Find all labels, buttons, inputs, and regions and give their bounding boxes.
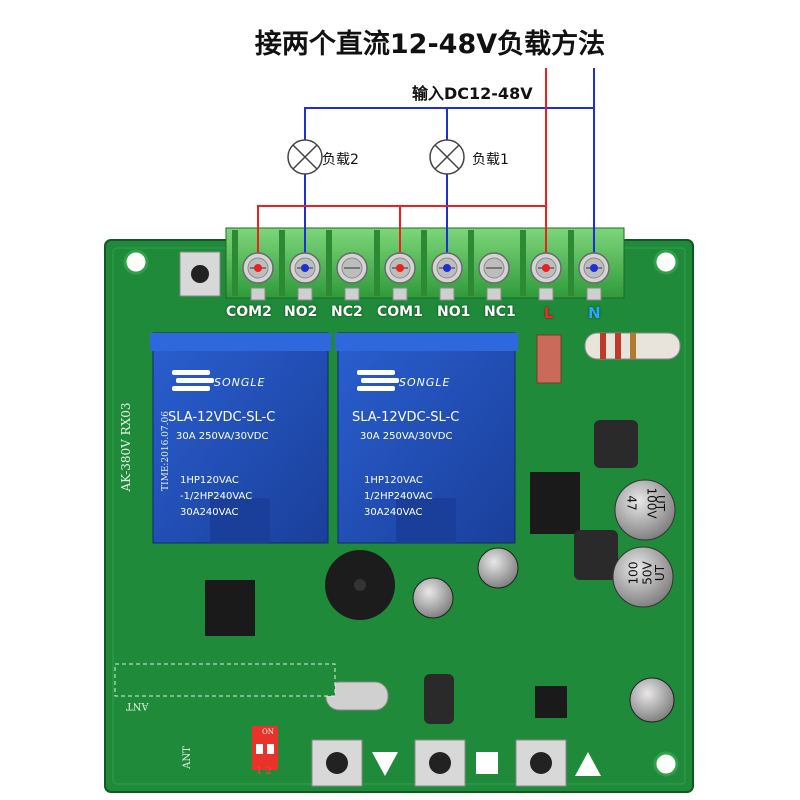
mount-hole [653, 249, 679, 275]
terminal-clamp [538, 287, 554, 301]
wire-connection-dot [542, 264, 550, 272]
load-2-label: 负载2 [322, 152, 359, 168]
relay-k1 [335, 332, 518, 544]
wire-negative-bus [304, 107, 594, 140]
inductor [424, 674, 454, 724]
load-2-lamp [287, 139, 323, 175]
relay-1-spec-2: 1HP120VAC [364, 475, 423, 486]
terminal-label-no1: NO1 [437, 304, 471, 320]
board-model-silkscreen: AK-380V RX03 [119, 402, 133, 492]
relay-1-spec-1: 30A 250VA/30VDC [360, 431, 453, 442]
terminal-clamp [297, 287, 313, 301]
terminal-fin [232, 230, 238, 296]
board-time-silkscreen: TIME:2016.07.06 [161, 411, 171, 491]
relay-2-spec-4: 30A240VAC [180, 507, 239, 518]
wire-connection-dot [396, 264, 404, 272]
terminal-clamp [344, 287, 360, 301]
relay-1-spec-3: 1/2HP240VAC [364, 491, 433, 502]
relay-1-spec-4: 30A240VAC [364, 507, 423, 518]
small-ic [535, 686, 567, 718]
wire-connection-dot [443, 264, 451, 272]
terminal-block [225, 227, 625, 299]
capacitor [629, 677, 675, 723]
square-marking [476, 752, 498, 774]
relay-1-brand: SONGLE [399, 376, 451, 389]
wire-connection-dot [590, 264, 598, 272]
terminal-fin [468, 230, 474, 296]
mount-hole [653, 751, 679, 777]
crystal [325, 681, 389, 711]
terminal-label-l: L [544, 304, 554, 322]
relay-2-spec-1: 30A 250VA/30VDC [176, 431, 269, 442]
terminal-label-n: N [588, 304, 601, 322]
cap-1-line3: UT [653, 494, 668, 512]
wire-positive-bus [257, 205, 546, 268]
terminal-clamp [586, 287, 602, 301]
capacitor [612, 546, 674, 608]
terminal-fin [421, 230, 427, 296]
cap-2-line3: UT [653, 564, 668, 582]
terminal-clamp [250, 287, 266, 301]
cap-2-line1: 100 [626, 561, 641, 585]
mcu-chip [205, 580, 255, 636]
relay-2-model: SLA-12VDC-SL-C [168, 410, 276, 425]
inductor [594, 420, 638, 468]
terminal-label-nc2: NC2 [331, 304, 363, 320]
relay-1-model: SLA-12VDC-SL-C [352, 410, 460, 425]
input-voltage-label: 输入DC12-48V [412, 84, 533, 103]
fuse [536, 334, 562, 384]
relay-2-spec-3: -1/2HP240VAC [180, 491, 253, 502]
dip-labels: 1 2 [256, 766, 272, 777]
terminal-fin [279, 230, 285, 296]
ant-silkscreen: ANT [126, 700, 149, 711]
up-arrow-marking [575, 752, 601, 776]
wire-connection-dot [301, 264, 309, 272]
terminal-clamp [439, 287, 455, 301]
capacitor [477, 547, 519, 589]
terminal-fin [374, 230, 380, 296]
terminal-label-nc1: NC1 [484, 304, 516, 320]
rf-module [114, 663, 336, 697]
terminal-label-no2: NO2 [284, 304, 318, 320]
lamp-cross [434, 144, 460, 170]
terminal-clamp [392, 287, 408, 301]
cap-1-line1: 47 [624, 495, 639, 511]
relay-2-spec-2: 1HP120VAC [180, 475, 239, 486]
diagram-title: 接两个直流12-48V负载方法 [254, 29, 606, 60]
capacitor [412, 577, 454, 619]
load-1-lamp [429, 139, 465, 175]
terminal-fin [326, 230, 332, 296]
songle-logo [172, 370, 399, 391]
terminal-label-com2: COM2 [226, 304, 272, 320]
terminal-clamp [486, 287, 502, 301]
terminal-fin [568, 230, 574, 296]
inductor [574, 530, 618, 580]
wire-connection-dot [254, 264, 262, 272]
regulator-ic [530, 472, 580, 534]
down-arrow-marking [372, 752, 398, 776]
dip-on-label: ON [262, 728, 274, 736]
capacitor [614, 479, 676, 541]
relay-k2 [150, 332, 331, 544]
lamp-cross [292, 144, 318, 170]
load-1-label: 负载1 [472, 152, 509, 168]
mount-hole [123, 249, 149, 275]
ant-silkscreen-2: ANT [181, 746, 193, 769]
terminal-fin [520, 230, 526, 296]
relay-2-brand: SONGLE [214, 376, 266, 389]
terminal-label-com1: COM1 [377, 304, 423, 320]
